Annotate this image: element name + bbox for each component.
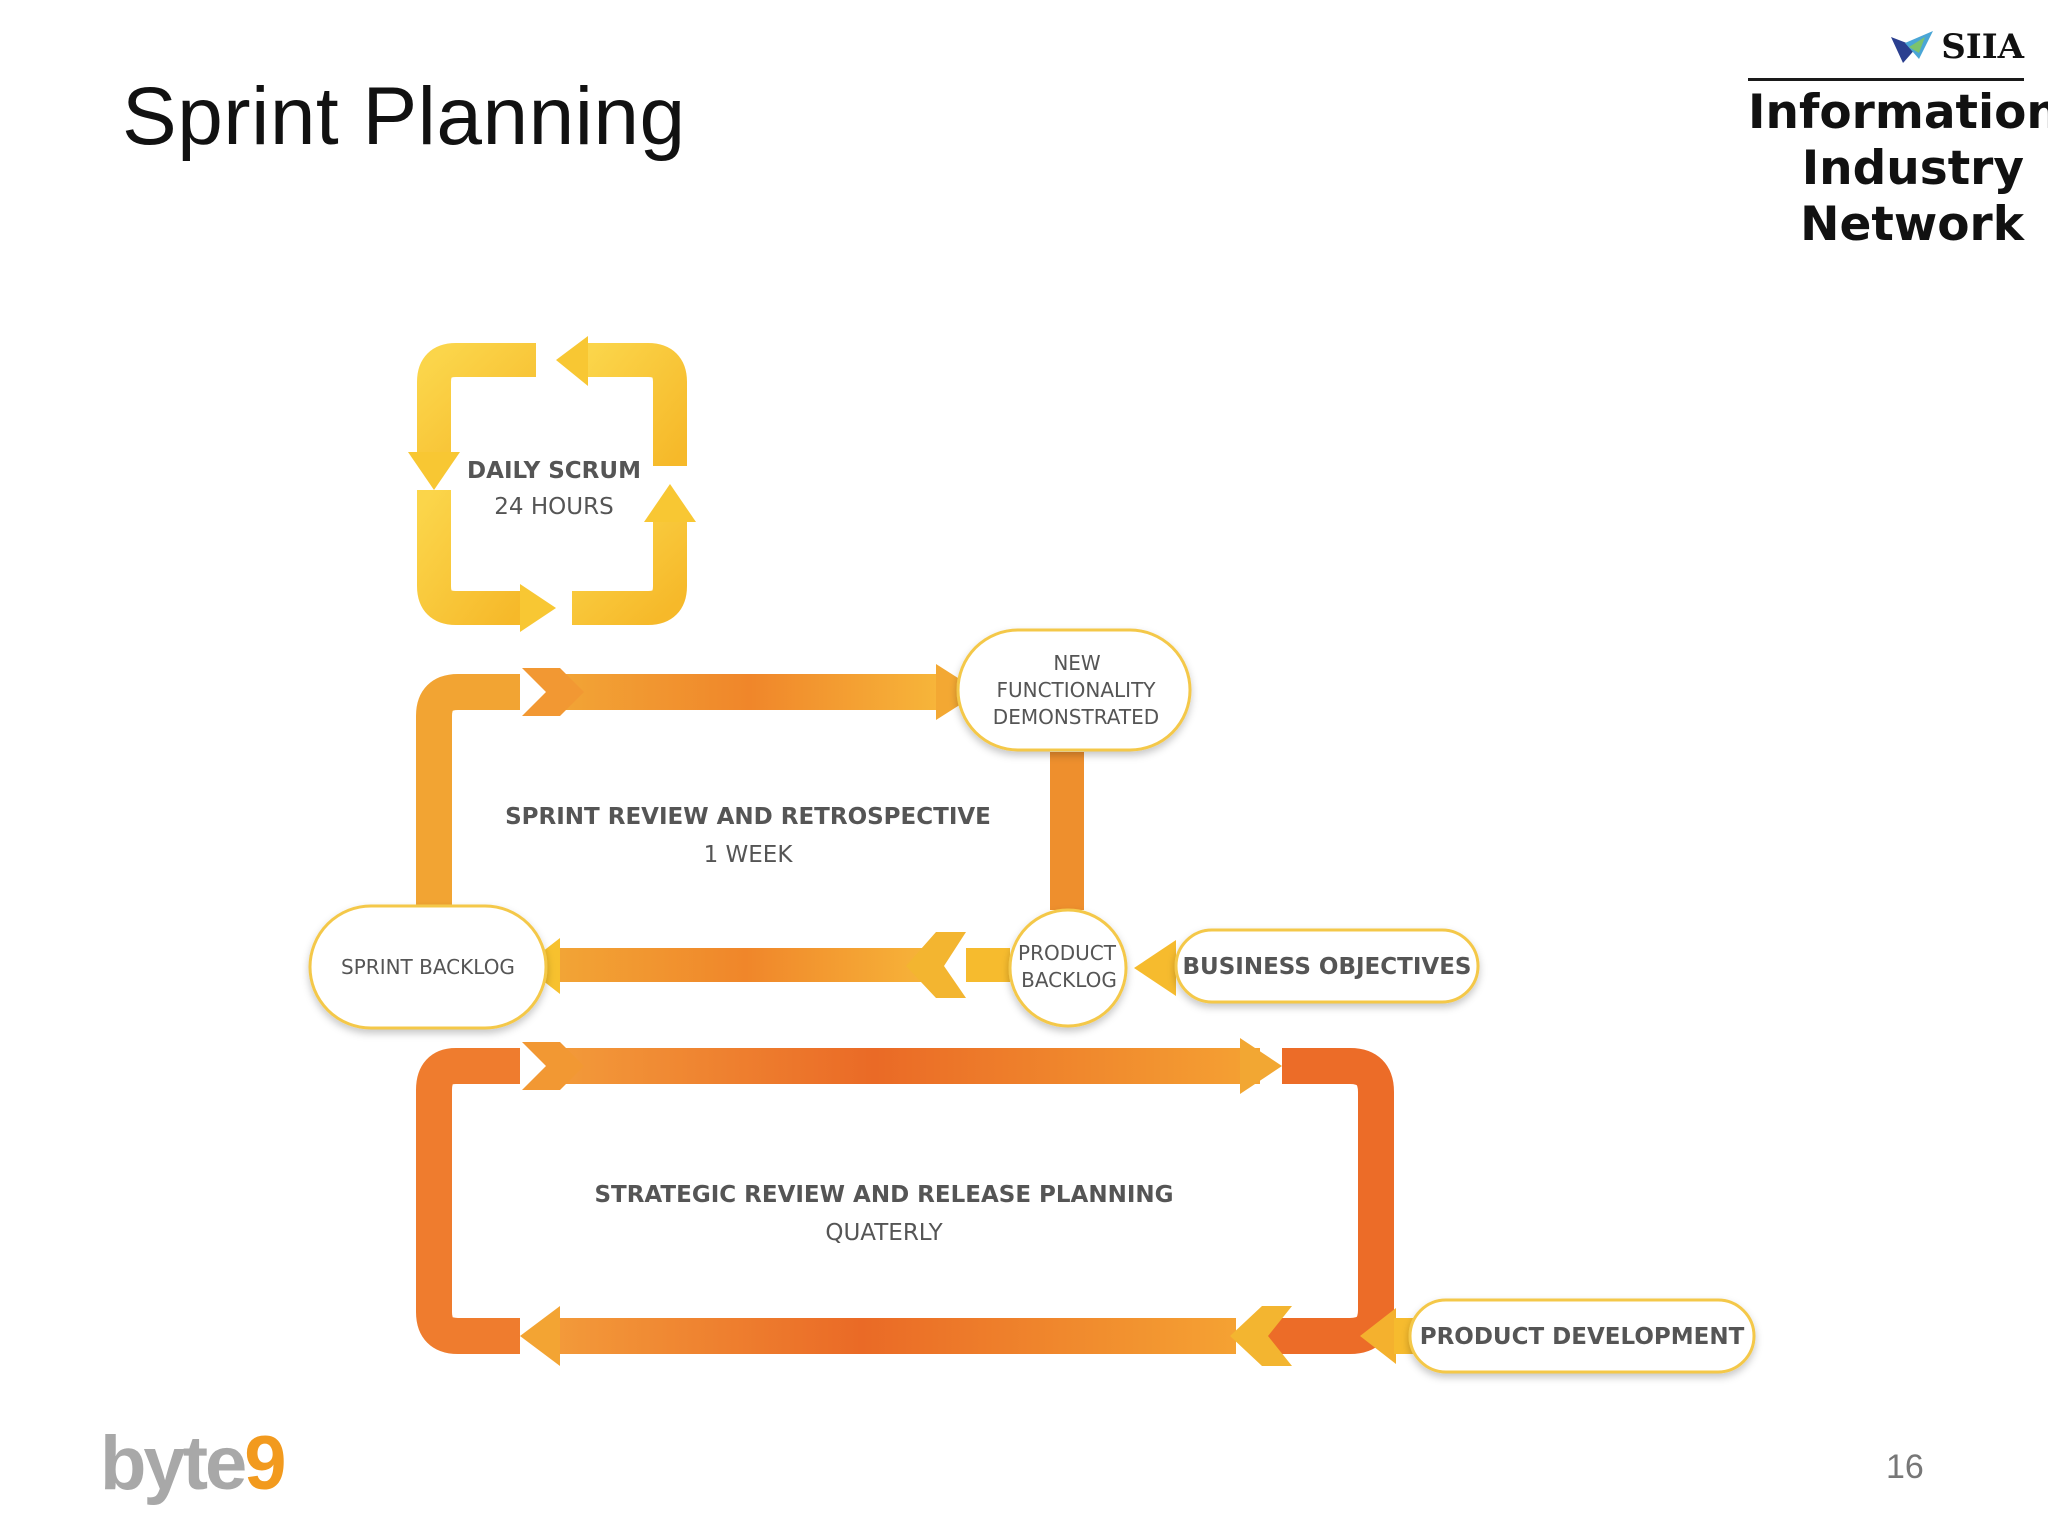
new-functionality-line-1: NEW xyxy=(1053,651,1101,675)
siia-logo-top: SIIA xyxy=(1748,22,2024,72)
node-new-functionality xyxy=(956,628,1192,752)
strategic-bottom-arrow-1-icon xyxy=(1230,1306,1292,1366)
scrum-arc-bottom-left xyxy=(417,490,520,625)
siia-arrow-icon xyxy=(1891,31,1934,63)
daily-scrum-period: 24 HOURS xyxy=(494,494,613,520)
byte9-logo-word: byte xyxy=(100,1421,247,1506)
product-development-label: PRODUCT DEVELOPMENT xyxy=(1420,1324,1745,1350)
byte9-logo: byte9 xyxy=(100,1420,287,1507)
slide-title: Sprint Planning xyxy=(122,71,686,162)
sprint-top-bar xyxy=(560,674,940,710)
new-functionality-line-3: DEMONSTRATED xyxy=(993,705,1159,729)
strategic-bottom-bar xyxy=(556,1318,1236,1354)
scrum-arrow-up-icon xyxy=(644,484,696,522)
scrum-arrow-down-icon xyxy=(408,452,460,490)
node-product-backlog xyxy=(1008,908,1128,1028)
sprint-top-arrow-1-icon xyxy=(522,668,584,716)
node-business-objectives xyxy=(1174,928,1480,1004)
strategic-review-period: QUATERLY xyxy=(825,1220,943,1246)
strategic-right-arc xyxy=(1262,1048,1394,1354)
strategic-top-arrow-1-icon xyxy=(522,1042,584,1090)
sprint-bottom-connector xyxy=(966,948,1010,982)
product-backlog-line-2: BACKLOG xyxy=(1021,968,1117,992)
node-sprint-backlog xyxy=(308,904,548,1030)
siia-name: SIIA xyxy=(1941,27,2024,67)
strategic-loop-frame xyxy=(416,1048,520,1354)
scrum-arc-top-right xyxy=(584,343,687,466)
strategic-entry-arrow-icon xyxy=(1360,1308,1396,1364)
scrum-arrow-left-icon xyxy=(556,336,588,386)
node-product-development xyxy=(1408,1298,1756,1374)
scrum-arrow-right-icon xyxy=(520,584,556,632)
siia-line-1: Information xyxy=(1748,85,2048,140)
siia-logo: SIIA Information Industry Network xyxy=(1748,22,2048,253)
strategic-top-bar xyxy=(560,1048,1260,1084)
sprint-backlog-label: SPRINT BACKLOG xyxy=(341,955,515,979)
new-functionality-line-2: FUNCTIONALITY xyxy=(996,678,1156,702)
daily-scrum-title: DAILY SCRUM xyxy=(467,458,641,484)
byte9-logo-digit: 9 xyxy=(244,1421,286,1506)
siia-line-2: Industry xyxy=(1801,141,2024,196)
strategic-review-loop: STRATEGIC REVIEW AND RELEASE PLANNING QU… xyxy=(416,1038,1424,1366)
siia-divider xyxy=(1748,78,2024,81)
strategic-bottom-arrow-2-icon xyxy=(520,1306,560,1366)
page-number: 16 xyxy=(1886,1448,1924,1486)
business-objectives-label: BUSINESS OBJECTIVES xyxy=(1183,954,1472,980)
strategic-review-title: STRATEGIC REVIEW AND RELEASE PLANNING xyxy=(594,1182,1173,1208)
scrum-arc-top-left xyxy=(417,343,536,454)
siia-line-3: Network xyxy=(1800,197,2024,252)
strategic-top-arrow-2-icon xyxy=(1240,1038,1282,1094)
sprint-review-period: 1 WEEK xyxy=(704,842,794,868)
sprint-left-arc xyxy=(416,674,520,910)
scrum-arc-bottom-right xyxy=(572,520,687,625)
daily-scrum-cycle: DAILY SCRUM 24 HOURS xyxy=(408,336,696,632)
sprint-right-bar xyxy=(1050,752,1084,910)
sprint-review-title: SPRINT REVIEW AND RETROSPECTIVE xyxy=(505,804,991,830)
sprint-bottom-bar xyxy=(556,948,936,982)
business-objectives-arrow-icon xyxy=(1134,940,1176,996)
product-backlog-line-1: PRODUCT xyxy=(1018,941,1117,965)
sprint-bottom-arrow-1-icon xyxy=(906,932,966,998)
